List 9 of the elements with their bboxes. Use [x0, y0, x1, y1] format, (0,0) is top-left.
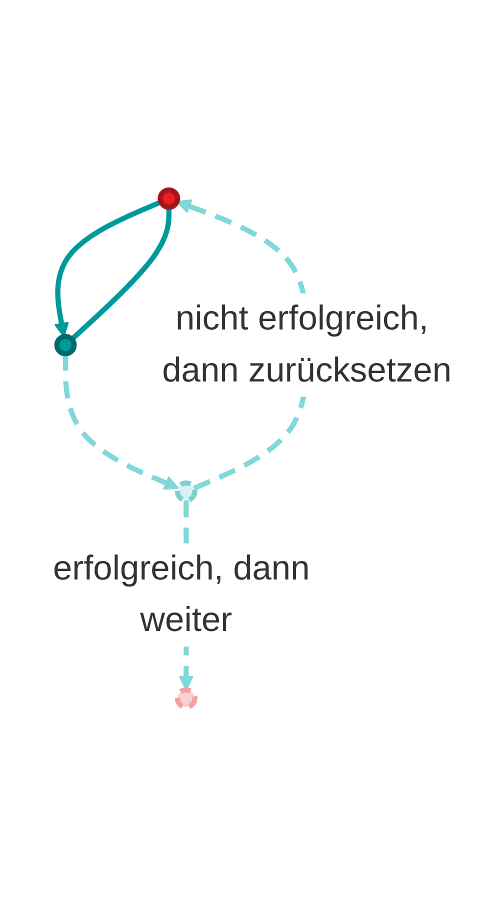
connector: [70, 207, 172, 342]
node-circle: [158, 187, 180, 210]
node-circle: [54, 334, 77, 356]
arrow: [54, 200, 162, 338]
node-circle: [174, 480, 198, 503]
node-circle: [174, 687, 198, 710]
edge-label: erfolgreich, dann weiter: [52, 550, 310, 640]
edge-label: nicht erfolgreich, dann zurücksetzen: [162, 300, 452, 390]
arrow: [62, 354, 179, 490]
